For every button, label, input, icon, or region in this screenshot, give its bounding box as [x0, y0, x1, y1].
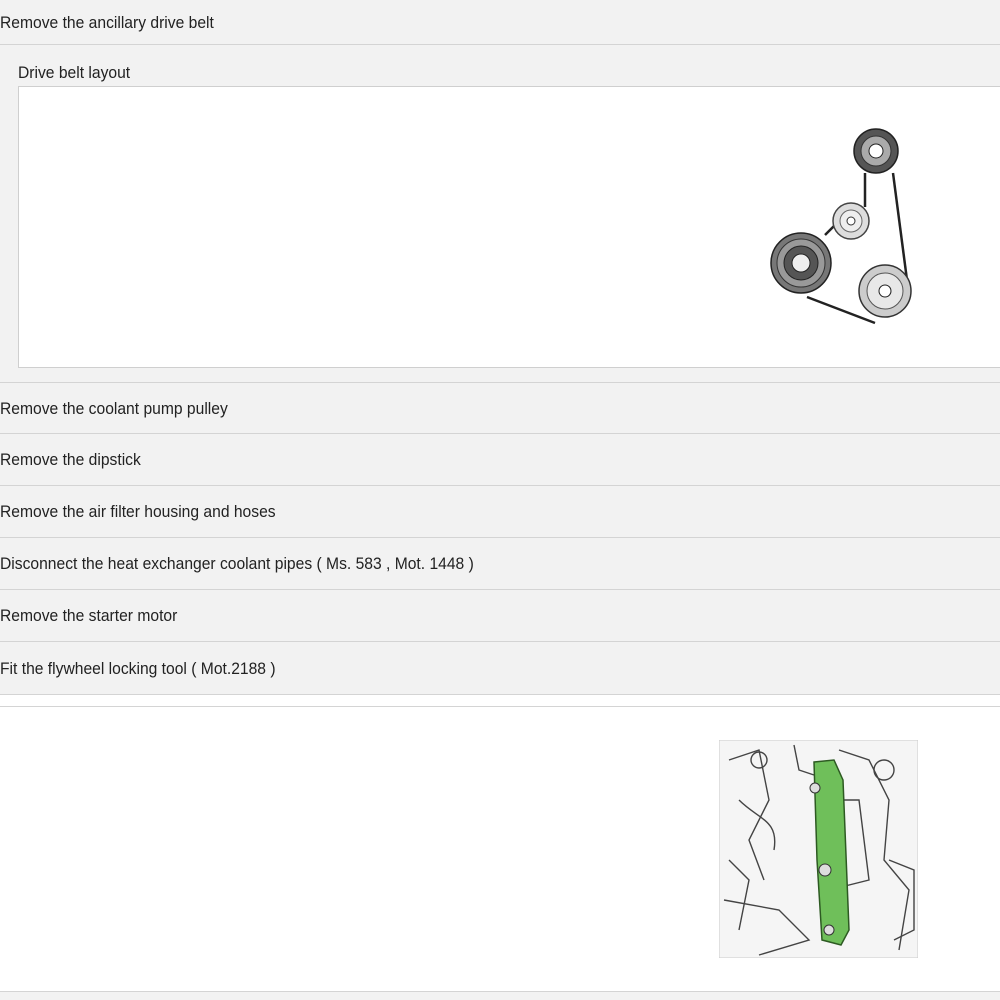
engine-outline [723, 899, 811, 956]
locking-tool-highlight [809, 759, 850, 946]
step-remove-drive-belt[interactable]: Remove the ancillary drive belt [0, 0, 1000, 45]
step-remove-air-filter-housing[interactable]: Remove the air filter housing and hoses [0, 486, 1000, 538]
step-label: Remove the dipstick [0, 450, 141, 469]
engine-outline [838, 749, 910, 951]
step-label: Remove the coolant pump pulley [0, 398, 228, 418]
engine-detail [750, 751, 768, 769]
flywheel-locking-tool-illustration [719, 740, 918, 958]
engine-outline [793, 744, 815, 776]
belt-segment [806, 295, 876, 325]
step-fit-flywheel-locking-tool[interactable]: Fit the flywheel locking tool ( Mot.2188… [0, 642, 1000, 695]
step-label: Fit the flywheel locking tool ( Mot.2188… [0, 658, 276, 678]
alternator-pulley [858, 264, 912, 318]
engine-outline [888, 859, 915, 941]
belt-segment [891, 172, 909, 281]
engine-outline [728, 859, 750, 931]
footer-strip [0, 992, 1000, 1000]
step-remove-dipstick[interactable]: Remove the dipstick [0, 434, 1000, 486]
engine-outline [738, 799, 776, 851]
crankshaft-pulley [770, 232, 832, 294]
step-label: Disconnect the heat exchanger coolant pi… [0, 554, 474, 573]
step-remove-starter-motor[interactable]: Remove the starter motor [0, 590, 1000, 642]
tensioner-pulley [853, 128, 899, 174]
step-disconnect-heat-exchanger-pipes[interactable]: Disconnect the heat exchanger coolant pi… [0, 538, 1000, 590]
step-label: Remove the starter motor [0, 606, 178, 625]
step-label: Remove the ancillary drive belt [0, 12, 214, 32]
step-remove-coolant-pump-pulley[interactable]: Remove the coolant pump pulley [0, 383, 1000, 434]
drive-belt-diagram [770, 128, 912, 325]
step-label: Remove the air filter housing and hoses [0, 502, 276, 521]
figure-title: Drive belt layout [18, 63, 131, 82]
engine-detail [873, 759, 895, 781]
engine-outline [728, 749, 770, 881]
idler-pulley [832, 202, 870, 240]
